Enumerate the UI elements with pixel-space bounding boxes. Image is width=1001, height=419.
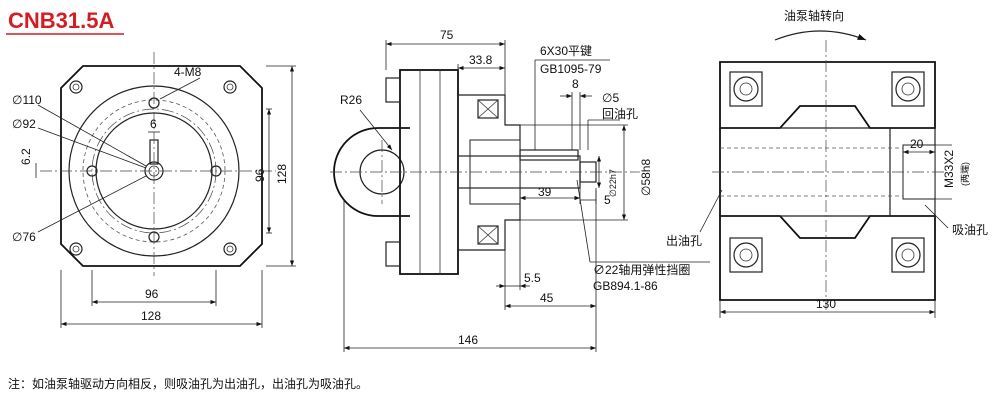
label-key-std: GB1095-79 <box>540 62 602 76</box>
label-key: 6X30平键 <box>540 44 592 58</box>
label-ring-std: GB894.1-86 <box>593 279 658 293</box>
label-r26: R26 <box>340 93 362 107</box>
label-d76: ∅76 <box>12 230 36 244</box>
label-d110: ∅110 <box>12 93 42 107</box>
footnote: 注：如油泵轴驱动方向相反，则吸油孔为出油孔，出油孔为吸油孔。 <box>8 376 368 391</box>
label-eight: 8 <box>572 77 579 91</box>
label-d92: ∅92 <box>12 117 36 131</box>
label-d146: 146 <box>458 333 478 347</box>
label-outlet: 出油孔 <box>666 234 702 248</box>
label-thread: M33X2 <box>942 150 956 188</box>
label-d5-5: 5.5 <box>524 271 541 285</box>
label-d75: 75 <box>440 28 454 42</box>
side-view <box>330 40 710 352</box>
label-ring: ∅22轴用弹性挡圈 <box>593 262 690 277</box>
label-d39: 39 <box>538 185 552 199</box>
label-d130: 130 <box>816 297 836 311</box>
label-inlet: 吸油孔 <box>952 223 988 237</box>
label-d58h8: ∅58h8 <box>639 159 653 196</box>
label-4-m8: 4-M8 <box>174 65 202 79</box>
label-d20: 20 <box>910 137 924 151</box>
label-v128: 128 <box>275 164 289 184</box>
drawing-title: CNB31.5A <box>8 8 114 33</box>
rotation-arrow <box>774 30 867 41</box>
label-five: 5 <box>604 193 611 207</box>
top-view <box>699 30 952 318</box>
corner-bolt-holes <box>69 80 237 256</box>
label-six: 6 <box>150 117 157 131</box>
label-v96: 96 <box>253 168 267 182</box>
label-h96: 96 <box>145 287 159 301</box>
label-return-port: 回油孔 <box>602 107 638 121</box>
label-d5: ∅5 <box>602 91 619 105</box>
front-view <box>35 52 296 328</box>
label-both-ends: (两端) <box>959 162 970 186</box>
top-bolt-heads <box>729 71 925 273</box>
label-d33-8: 33.8 <box>469 53 493 67</box>
label-rotation: 油泵轴转向 <box>784 8 844 23</box>
label-h128: 128 <box>141 309 161 323</box>
label-six-two: 6.2 <box>19 148 33 165</box>
label-d22h7: ∅22h7 <box>608 169 618 197</box>
label-d45: 45 <box>540 291 554 305</box>
